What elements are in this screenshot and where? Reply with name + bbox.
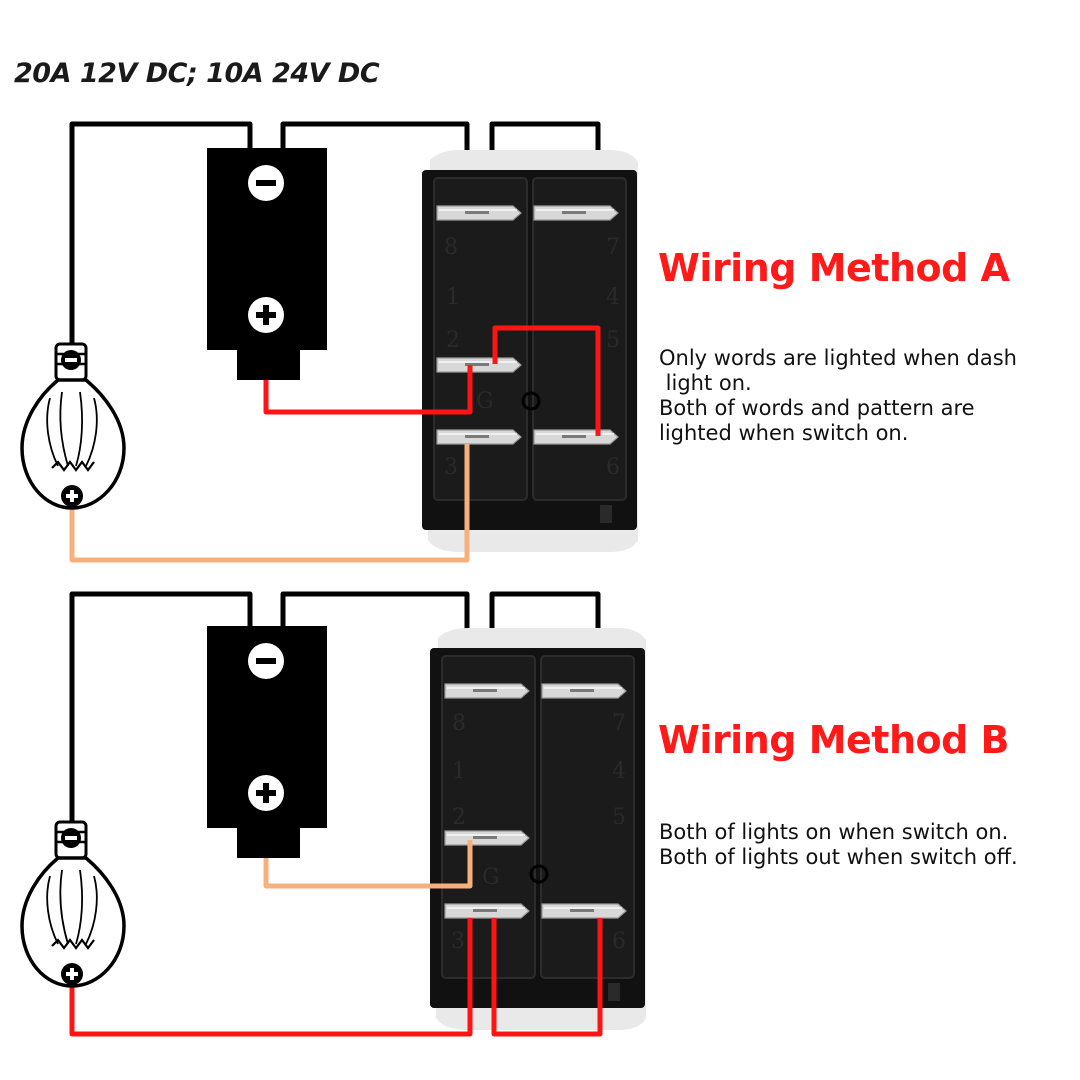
method-b-title: Wiring Method B	[658, 718, 1010, 762]
pin-ground-label-a: G	[476, 389, 494, 414]
pin-labels-b: 8 7 1 4 2 5 G 3 6	[451, 711, 626, 954]
method-b-desc-line-1: Both of lights on when switch on.	[659, 820, 1009, 844]
pin-3-label-a: 3	[444, 455, 458, 480]
red-wires-a	[263, 325, 601, 436]
pin-3-label-b: 3	[451, 929, 465, 954]
battery-a	[207, 148, 327, 380]
switch-indicator-dot-a	[521, 391, 541, 411]
method-b-desc-line-2: Both of lights out when switch off.	[659, 845, 1018, 869]
pin-2-label-b: 2	[452, 805, 466, 830]
method-a-desc-line-3: Both of words and pattern are	[659, 396, 975, 420]
pin-6-label-b: 6	[612, 929, 626, 954]
panel-method-b: 8 7 1 4 2 5 G 3 6	[20, 591, 647, 1037]
pin-6-label-a: 6	[606, 455, 620, 480]
pin-4-label-b: 4	[612, 759, 626, 784]
pin-5-label-b: 5	[612, 805, 626, 830]
method-a-description: Only words are lighted when dash light o…	[659, 346, 1079, 446]
method-b-description: Both of lights on when switch on. Both o…	[659, 820, 1079, 870]
pin-labels-a: 8 7 1 4 2 5 G 3 6	[444, 235, 620, 480]
switch-indicator-dot-b	[529, 864, 549, 884]
pin-8-label-a: 8	[444, 235, 458, 260]
bulb-b	[20, 820, 126, 988]
pin-8-label-b: 8	[452, 711, 466, 736]
pin-7-label-a: 7	[606, 235, 620, 260]
method-a-desc-line-4: lighted when switch on.	[659, 421, 909, 445]
method-a-desc-line-1: Only words are lighted when dash	[659, 346, 1017, 370]
orange-wire-a	[69, 444, 470, 563]
pin-1-label-a: 1	[446, 285, 460, 310]
pin-2-label-a: 2	[446, 328, 460, 353]
rating-label: 20A 12V DC; 10A 24V DC	[14, 58, 380, 89]
method-a-title: Wiring Method A	[658, 246, 1010, 290]
pin-1-label-b: 1	[452, 759, 466, 784]
pin-7-label-b: 7	[612, 711, 626, 736]
battery-b	[207, 626, 327, 858]
panel-method-a: 8 7 1 4 2 5 G 3 6	[20, 121, 639, 563]
pin-4-label-a: 4	[606, 285, 620, 310]
method-a-desc-line-2: light on.	[659, 371, 752, 395]
red-wires-b	[69, 918, 603, 1037]
pin-ground-label-b: G	[482, 865, 500, 890]
orange-wire-b	[263, 840, 473, 889]
pin-5-label-a: 5	[606, 328, 620, 353]
bulb-a	[20, 342, 126, 510]
